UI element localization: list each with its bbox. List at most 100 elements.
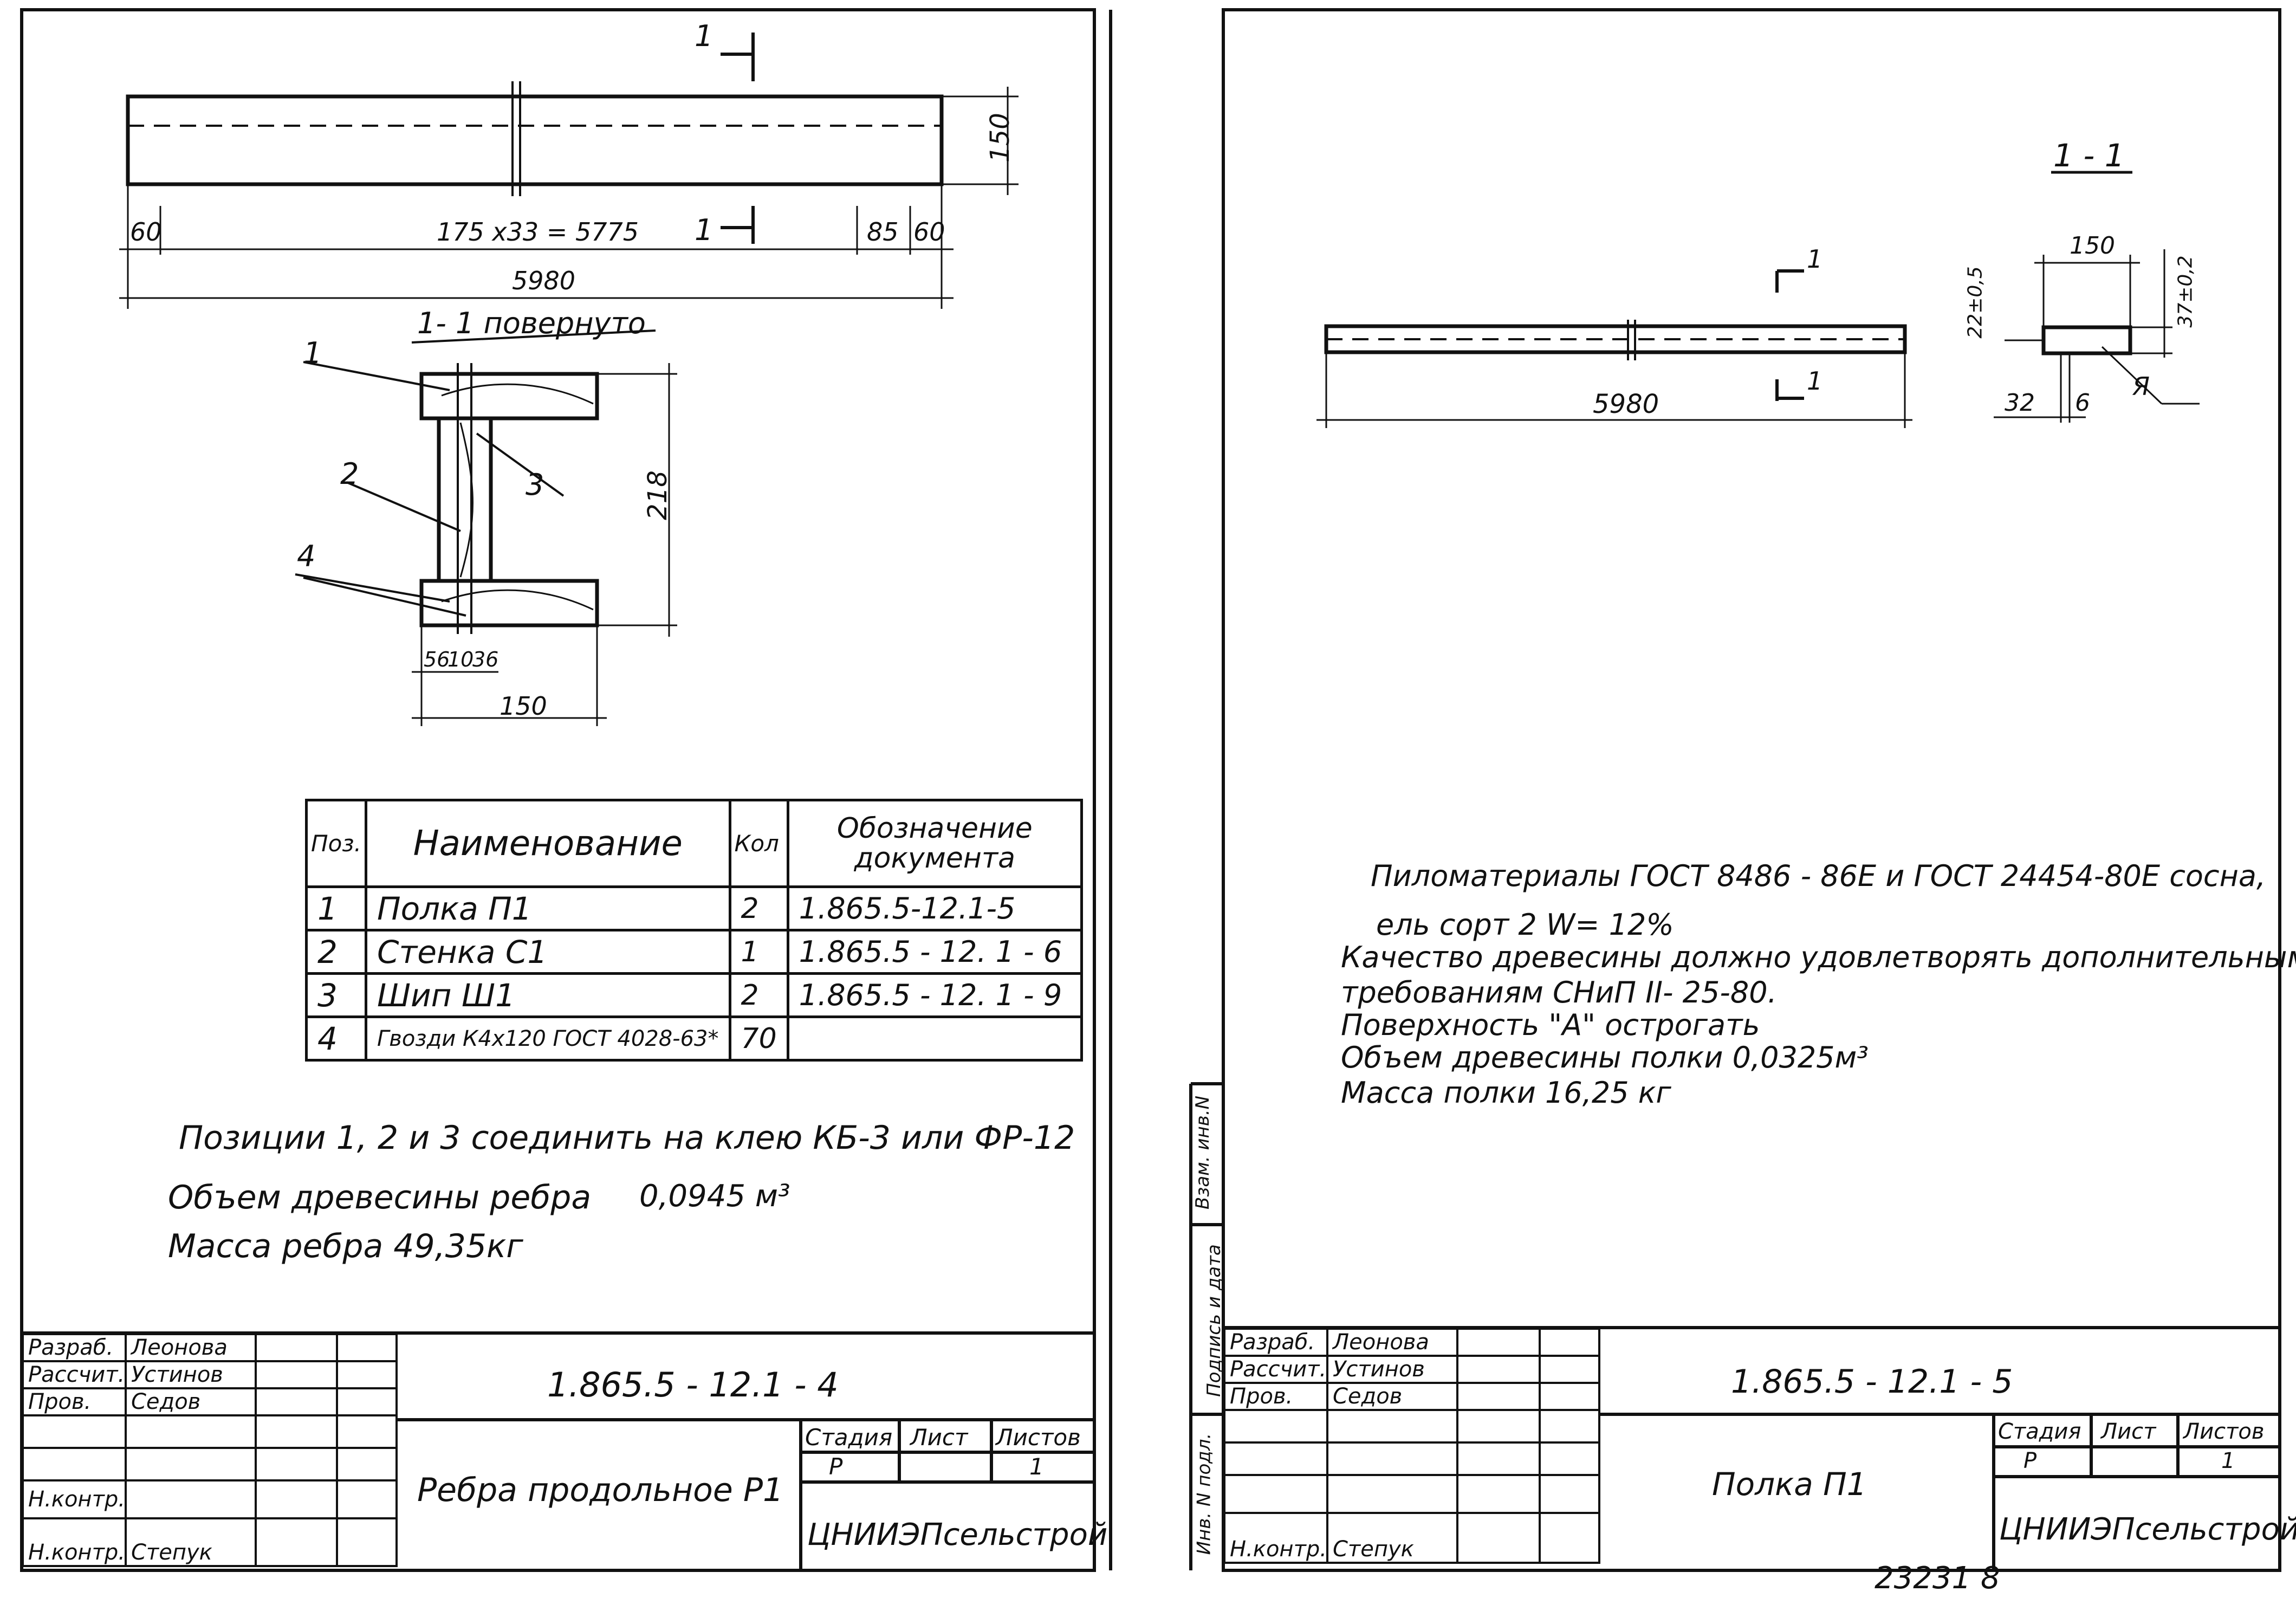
right-dim-tol-right: 37±0,2 (2174, 255, 2197, 328)
left-stage-label: Стадия (805, 1424, 893, 1451)
spec-cell-pos: 3 (305, 972, 367, 1018)
callout-2: 2 (340, 457, 359, 491)
tb-role: Н.контр. (22, 1517, 127, 1567)
tb-role: Н.контр. (1223, 1512, 1328, 1564)
spec-table: Поз. Наименование Кол Обозначение докуме… (305, 799, 1084, 1062)
spec-row: 4 Гвозди К4х120 ГОСТ 4028-63* 70 (305, 1015, 1084, 1062)
note-assembly: Позиции 1, 2 и 3 соединить на клею КБ-3 … (179, 1119, 1075, 1157)
tb-name: Устинов (1326, 1355, 1458, 1384)
right-note-7: Масса полки 16,25 кг (1341, 1076, 1671, 1110)
right-doc-title: Полка П1 (1712, 1466, 1867, 1503)
dim-spacing: 175 x33 = 5775 (437, 217, 639, 247)
spec-header-doc: Обозначение документа (786, 799, 1084, 888)
footer-number: 23231 8 (1875, 1561, 2000, 1596)
dim-height: 150 (984, 113, 1015, 163)
right-dim-total: 5980 (1593, 389, 1659, 419)
spec-cell-doc: 1.865.5 - 12. 1 - 6 (786, 929, 1084, 975)
right-sheets-value: 1 (2221, 1448, 2235, 1473)
left-sheet-label: Лист (910, 1424, 968, 1451)
dim-edge-right: 60 (913, 217, 945, 247)
spec-cell-name: Стенка С1 (364, 929, 731, 975)
spec-row: 2 Стенка С1 1 1.865.5 - 12. 1 - 6 (305, 929, 1084, 975)
section-mark-top: 1 (695, 19, 714, 53)
side-stamp-inv: Инв. N подл. (1193, 1433, 1215, 1555)
left-doc-code: 1.865.5 - 12.1 - 4 (547, 1365, 839, 1405)
tb-role: Разраб. (22, 1333, 127, 1362)
spec-cell-doc: 1.865.5-12.1-5 (786, 885, 1084, 931)
dim-total: 5980 (512, 266, 576, 295)
spec-header-pos: Поз. (305, 799, 367, 888)
left-doc-title: Ребра продольное Р1 (417, 1471, 784, 1509)
left-sheets-label: Листов (996, 1424, 1081, 1451)
dim-small-b: 10 (447, 648, 474, 671)
right-note-3: Качество древесины должно удовлетворять … (1341, 940, 2296, 974)
dim-small-a: 56 (424, 648, 450, 671)
right-sheets-label: Листов (2183, 1419, 2265, 1444)
right-stage-label: Стадия (1998, 1419, 2081, 1444)
section-mark-bottom: 1 (695, 213, 714, 247)
spec-cell-name: Гвозди К4х120 ГОСТ 4028-63* (364, 1015, 731, 1062)
spec-row: 3 Шип Ш1 2 1.865.5 - 12. 1 - 9 (305, 972, 1084, 1018)
tb-name: Седов (125, 1387, 257, 1416)
tb-role: Пров. (22, 1387, 127, 1416)
section-top-flange (419, 372, 599, 420)
tb-name: Седов (1326, 1382, 1458, 1411)
tb-role: Рассчит. (1223, 1355, 1328, 1384)
spec-cell-qty: 2 (728, 972, 789, 1018)
right-wood-mark: Я (2132, 372, 2150, 401)
tb-role: Пров. (1223, 1382, 1328, 1411)
left-org: ЦНИИЭПсельстрой (807, 1517, 1108, 1552)
dim-edge-left: 60 (130, 217, 162, 247)
right-note-1: Пиломатериалы ГОСТ 8486 - 86Е и ГОСТ 244… (1371, 859, 2266, 893)
right-section-mark-bottom: 1 (1807, 366, 1823, 396)
spec-cell-doc (786, 1015, 1084, 1062)
spec-cell-pos: 2 (305, 929, 367, 975)
right-org: ЦНИИЭПсельстрой (1999, 1512, 2296, 1547)
left-sheets-value: 1 (1029, 1453, 1044, 1480)
callout-1: 1 (303, 336, 322, 370)
spec-cell-name: Полка П1 (364, 885, 731, 931)
tb-name: Устинов (125, 1360, 257, 1389)
spec-header-row: Поз. Наименование Кол Обозначение докуме… (305, 799, 1084, 888)
left-stage-value: Р (829, 1453, 843, 1480)
right-dim-width: 150 (2070, 232, 2115, 260)
right-note-4: требованиям СНиП II- 25-80. (1341, 975, 1777, 1010)
tb-name: Степук (125, 1517, 257, 1567)
note-mass: Масса ребра 49,35кг (168, 1227, 523, 1265)
dim-small-c: 36 (472, 648, 499, 671)
tb-name: Леонова (125, 1333, 257, 1362)
tb-name: Степук (1326, 1512, 1458, 1564)
spec-header-name: Наименование (364, 799, 731, 888)
right-note-2: ель сорт 2 W= 12% (1376, 908, 1674, 942)
spec-cell-qty: 1 (728, 929, 789, 975)
tb-name: Леонова (1326, 1328, 1458, 1357)
dim-85: 85 (867, 217, 899, 247)
spec-cell-pos: 1 (305, 885, 367, 931)
section-title: 1- 1 повернуто (417, 306, 646, 340)
right-stage-value: Р (2023, 1448, 2037, 1473)
right-dim-32: 32 (2005, 389, 2035, 417)
beam-elevation (126, 94, 944, 186)
right-title-block-signatures: Разраб.Леонова Рассчит.Устинов Пров.Седо… (1223, 1328, 1600, 1564)
spec-cell-doc: 1.865.5 - 12. 1 - 9 (786, 972, 1084, 1018)
right-section-mark-top: 1 (1807, 244, 1823, 274)
side-stamp-sign: Подпись и дата (1203, 1244, 1225, 1397)
spec-cell-qty: 2 (728, 885, 789, 931)
right-doc-code: 1.865.5 - 12.1 - 5 (1731, 1363, 2013, 1401)
callout-3: 3 (526, 468, 544, 502)
tb-role: Разраб. (1223, 1328, 1328, 1357)
note-volume-label: Объем древесины ребра (168, 1179, 592, 1217)
right-section-label: 1 - 1 (2053, 137, 2125, 174)
spec-row: 1 Полка П1 2 1.865.5-12.1-5 (305, 885, 1084, 931)
callout-4: 4 (297, 539, 316, 573)
spec-cell-qty: 70 (728, 1015, 789, 1062)
note-volume-value: 0,0945 м³ (639, 1179, 790, 1214)
dim-section-height: 218 (642, 470, 673, 520)
section-bottom-flange (419, 579, 599, 627)
right-dim-tol-left: 22±0,5 (1964, 266, 1987, 339)
right-dim-6: 6 (2075, 389, 2090, 417)
right-note-5: Поверхность "А" острогать (1341, 1008, 1760, 1042)
spec-cell-pos: 4 (305, 1015, 367, 1062)
right-note-6: Объем древесины полки 0,0325м³ (1341, 1040, 1869, 1075)
